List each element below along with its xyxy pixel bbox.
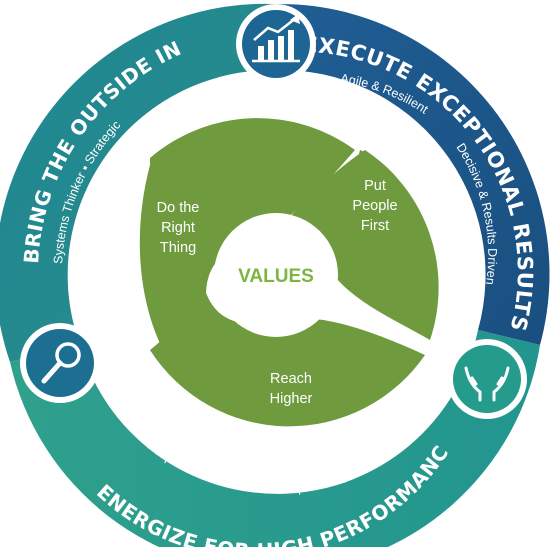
do-right-thing-line-2: Right [161,220,195,236]
do-right-thing-line-1: Do the [157,200,200,216]
magnifier-icon [20,323,100,403]
put-people-first-line-1: Put [364,178,386,194]
energize-segment [10,330,540,547]
caring-hands-icon [447,339,527,419]
reach-higher-line-1: Reach [270,371,312,387]
do-right-thing-line-3: Thing [160,240,196,256]
outside-in-segment [0,3,275,362]
values-center-label: VALUES [238,266,314,287]
put-people-first-line-3: First [361,218,389,234]
value-put-people-first: Put People First [352,178,397,234]
values-pinwheel [102,100,452,450]
put-people-first-line-2: People [352,198,397,214]
growth-chart-icon [236,4,316,84]
values-center [214,213,338,337]
value-do-right-thing: Do the Right Thing [157,200,200,256]
reach-higher-line-2: Higher [270,391,313,407]
value-reach-higher: Reach Higher [270,371,313,407]
